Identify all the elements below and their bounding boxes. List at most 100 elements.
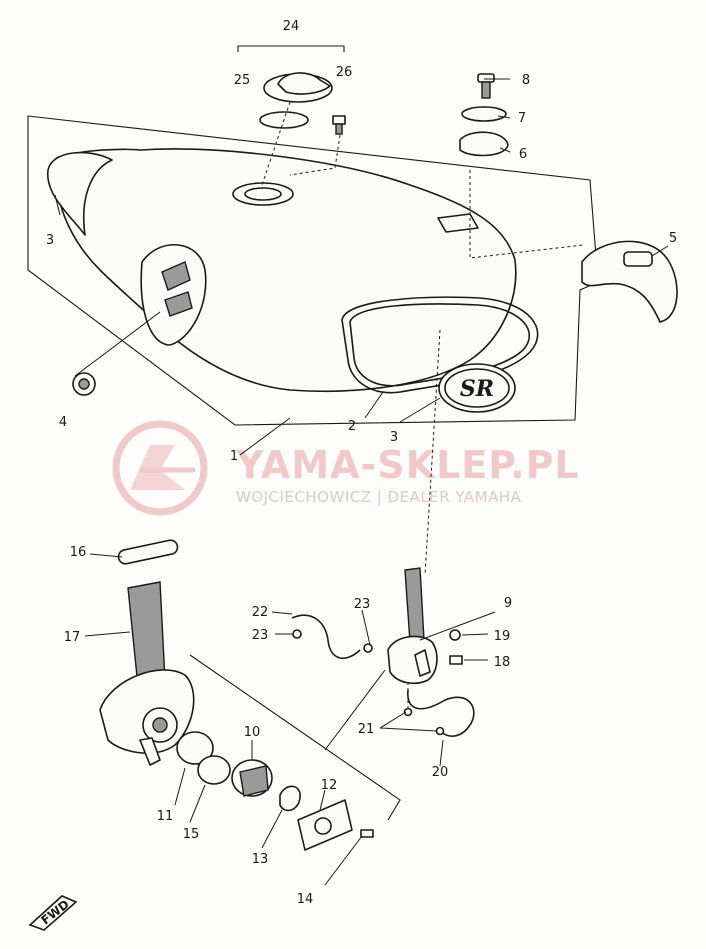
callout-9: 9 (504, 596, 512, 611)
callout-17: 17 (64, 630, 81, 645)
part-11-o-ring (176, 731, 214, 765)
leader-5 (651, 245, 669, 257)
leader-6 (499, 147, 511, 153)
leader-20 (439, 739, 444, 767)
leader-19 (461, 633, 489, 636)
leader-17 (84, 631, 131, 637)
part-22-fuel-hose (291, 614, 361, 660)
leader-12 (319, 789, 326, 811)
part-14-screw (360, 829, 374, 838)
part-17-fuel-cock (99, 581, 195, 766)
callout-19: 19 (494, 629, 511, 644)
leader-3-right (399, 397, 441, 423)
callout-14: 14 (297, 892, 314, 907)
part-9-fuel-cock (387, 567, 438, 685)
part-24-fuel-cap (263, 72, 333, 103)
callout-13: 13 (252, 852, 269, 867)
tank-mount-bracket (161, 261, 191, 291)
leader-7 (497, 115, 511, 119)
watermark-logo (112, 420, 208, 516)
leader-13 (261, 809, 283, 849)
leader-2 (364, 391, 384, 419)
callout-10: 10 (244, 725, 261, 740)
callout-3-right: 3 (390, 430, 398, 445)
leader-cap-to-neck (261, 101, 291, 186)
leader-9 (419, 611, 496, 641)
part-5-rear-cushion (581, 240, 678, 323)
callout-4: 4 (59, 415, 67, 430)
tank-rear-mount (437, 213, 479, 233)
callout-15: 15 (183, 827, 200, 842)
leader-15 (189, 784, 206, 823)
tank-group-frame (27, 115, 599, 426)
part-2-trim-loop (341, 296, 539, 394)
callout-21: 21 (358, 722, 375, 737)
leader-1 (239, 417, 291, 456)
callout-labels: 24 25 26 8 7 6 5 3 4 2 3 1 16 17 22 23 2… (46, 19, 677, 907)
emblem-text: SR (460, 376, 494, 402)
callout-18: 18 (494, 655, 511, 670)
part-20-drain-hose (407, 689, 475, 737)
callout-6: 6 (519, 147, 527, 162)
callout-12: 12 (321, 778, 338, 793)
part-2-trim-loop-inner (349, 303, 530, 387)
part-8-bolt (477, 73, 495, 99)
part-23-clip-right (363, 643, 373, 653)
cap-group-bracket (237, 45, 345, 52)
lower-group-frame (189, 654, 401, 821)
part-4-grommet (72, 372, 96, 396)
leader-tank-to-petcock (424, 329, 441, 576)
callout-22: 22 (252, 605, 269, 620)
tank-mount-bracket-lower (164, 291, 193, 317)
callout-2: 2 (348, 419, 356, 434)
fuel-filler-opening (244, 187, 282, 201)
part-13-wave-washer (279, 785, 301, 812)
part-21-clip-lower (435, 726, 445, 736)
leader-16 (89, 553, 123, 558)
watermark-subtitle: WOJCIECHOWICZ | DEALER YAMAHA (236, 488, 522, 506)
tank-side-recess (140, 243, 207, 346)
leader-22 (271, 611, 293, 615)
part-3-sr-emblem: SR (438, 363, 516, 413)
part-19-washer (449, 629, 461, 641)
callout-8: 8 (522, 73, 530, 88)
part-7-washer (461, 106, 507, 122)
callout-23-left: 23 (252, 628, 269, 643)
part-26-screw (332, 115, 346, 135)
part-15-seal (197, 755, 231, 785)
part-5-cushion-slot (623, 251, 653, 267)
forward-direction-stamp: FWD (28, 895, 78, 931)
callout-16: 16 (70, 545, 87, 560)
callout-24: 24 (283, 19, 300, 34)
leader-damper-to-mount (469, 170, 584, 259)
callout-20: 20 (432, 765, 449, 780)
leader-to-lower-cock (324, 669, 386, 751)
part-10-lever (231, 759, 273, 797)
part-6-damper (459, 131, 509, 157)
callout-26: 26 (336, 65, 353, 80)
callout-11: 11 (157, 809, 174, 824)
leader-grommet (74, 311, 161, 377)
callout-23-right: 23 (354, 597, 371, 612)
watermark-title: YAMA-SKLEP.PL (235, 443, 580, 487)
callout-3-left: 3 (46, 233, 54, 248)
tank-body (54, 148, 517, 393)
part-16-o-ring (117, 539, 179, 565)
callout-7: 7 (518, 111, 526, 126)
part-23-clip-left (292, 629, 302, 639)
fuel-tank (54, 148, 517, 393)
callout-1: 1 (230, 449, 238, 464)
leader-23a (361, 609, 371, 646)
leader-21 (379, 711, 437, 732)
leader-3-left (54, 194, 61, 216)
watermark: YAMA-SKLEP.PL WOJCIECHOWICZ | DEALER YAM… (112, 420, 580, 516)
part-3-side-panel (47, 151, 113, 236)
part-21-clip-upper (403, 707, 413, 717)
callout-5: 5 (669, 231, 677, 246)
part-12-plate (297, 799, 353, 851)
part-18-screw (449, 655, 463, 665)
leader-11 (174, 767, 186, 806)
callout-25: 25 (234, 73, 251, 88)
leader-14 (324, 835, 363, 886)
